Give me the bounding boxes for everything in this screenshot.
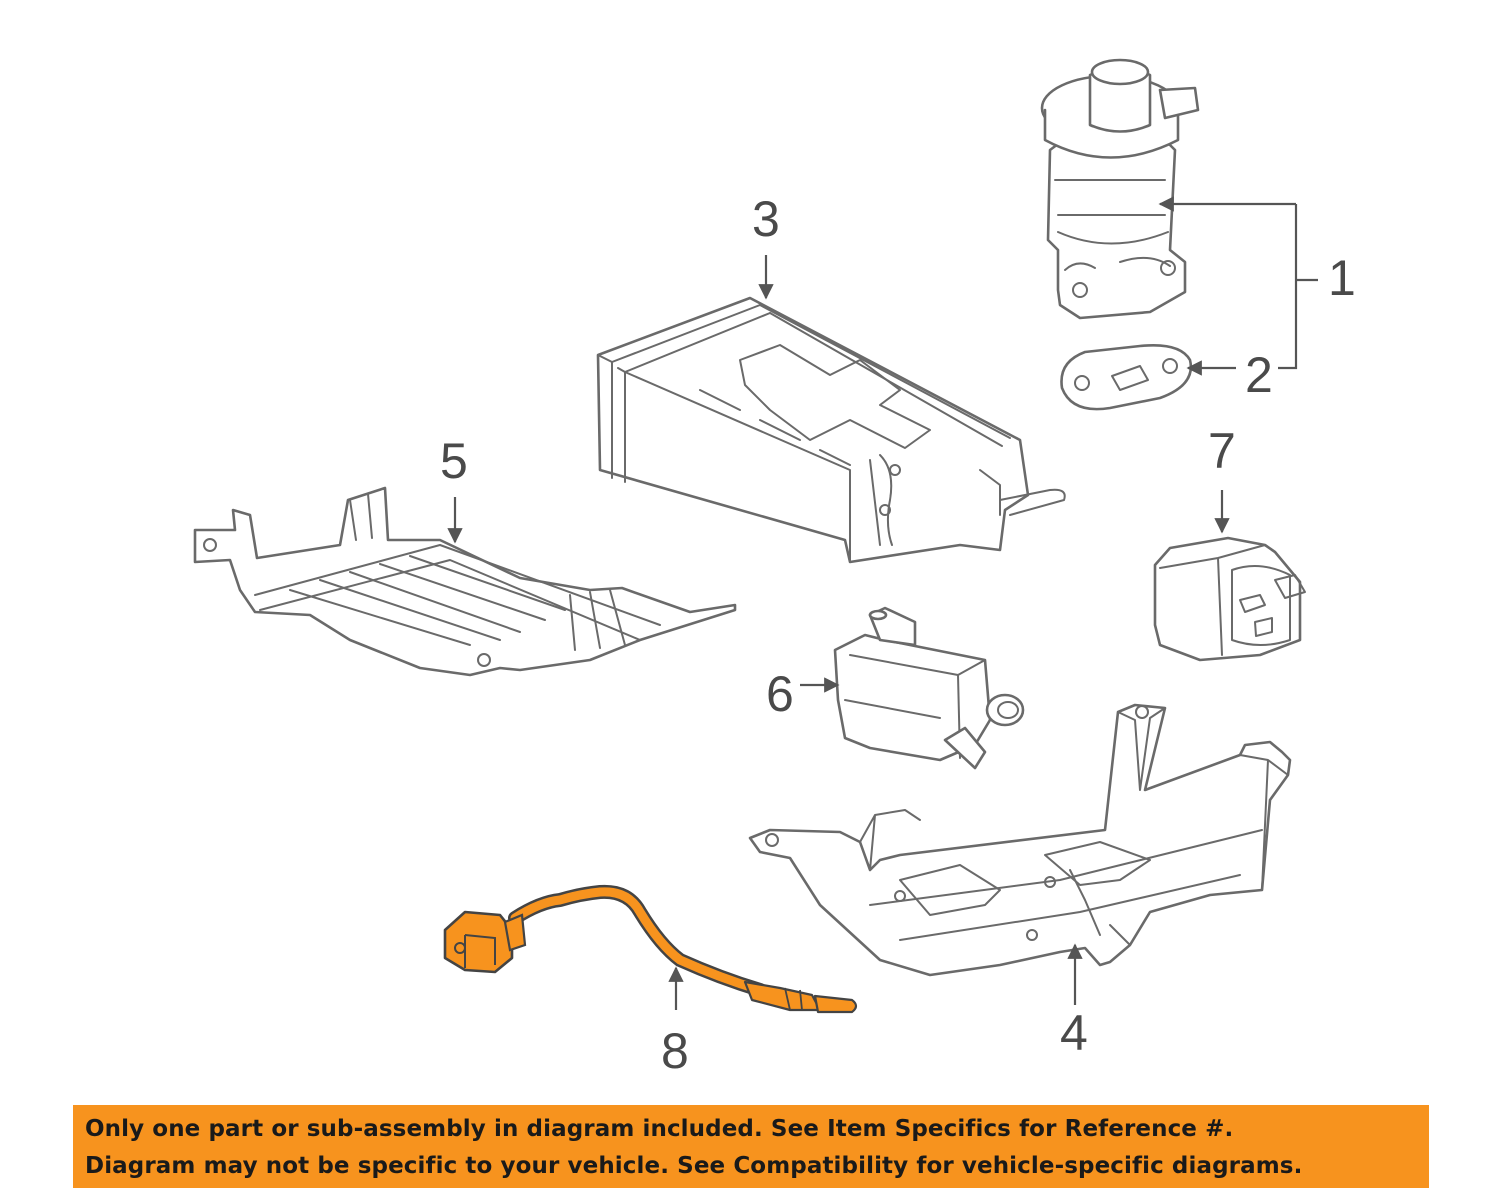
part-4-canister-bracket[interactable] bbox=[748, 703, 1292, 977]
leader-lines bbox=[447, 204, 1318, 1010]
callout-1: 1 bbox=[1328, 250, 1356, 306]
callout-8: 8 bbox=[661, 1023, 689, 1079]
callout-7: 7 bbox=[1208, 423, 1236, 479]
part-3-vapor-canister[interactable] bbox=[596, 296, 1066, 564]
disclaimer-line-1: Only one part or sub-assembly in diagram… bbox=[85, 1116, 1234, 1142]
parts-diagram: 1 2 3 4 5 6 7 8 bbox=[193, 58, 1356, 1079]
part-1-egr-valve[interactable] bbox=[1040, 58, 1200, 320]
part-8-oxygen-sensor[interactable] bbox=[443, 884, 858, 1014]
part-5-canister-shield[interactable] bbox=[193, 486, 737, 677]
disclaimer-line-2: Diagram may not be specific to your vehi… bbox=[85, 1153, 1303, 1179]
callout-5: 5 bbox=[440, 433, 468, 489]
part-6-purge-valve[interactable] bbox=[833, 606, 1025, 770]
part-2-egr-gasket[interactable] bbox=[1060, 344, 1193, 411]
callout-6: 6 bbox=[766, 666, 794, 722]
callout-4: 4 bbox=[1060, 1005, 1088, 1061]
callout-2: 2 bbox=[1245, 347, 1273, 403]
callout-3: 3 bbox=[752, 191, 780, 247]
part-7-control-module[interactable] bbox=[1153, 536, 1306, 662]
disclaimer-banner: Only one part or sub-assembly in diagram… bbox=[73, 1105, 1429, 1188]
